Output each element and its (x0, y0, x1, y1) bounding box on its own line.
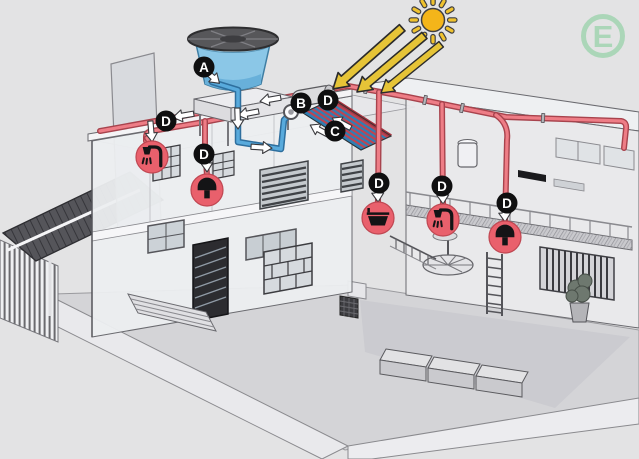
outlet-bathtub (361, 201, 395, 235)
window-ground-left (147, 219, 185, 254)
marker-d-letter: D (374, 176, 384, 191)
window-brick-upper-2 (212, 150, 235, 180)
marker-d1: D (155, 110, 177, 132)
outlet-shower-right (426, 203, 460, 237)
dark-vent (518, 170, 546, 182)
marker-c: C (324, 120, 346, 142)
marker-d-letter: D (502, 196, 512, 211)
logo-e: E (581, 14, 625, 58)
marker-d3: D (317, 89, 339, 111)
marker-b-letter: B (296, 96, 306, 111)
window-louver-small (340, 159, 364, 193)
outlet-shower-left (135, 140, 169, 174)
marker-b: B (290, 92, 312, 114)
window-louver-large (259, 160, 309, 210)
marker-d5: D (431, 175, 453, 197)
spiral-staircase (422, 226, 474, 276)
marker-d-letter: D (323, 93, 333, 108)
outlet-faucet-left (190, 173, 224, 207)
front-steps (127, 293, 217, 332)
front-door (192, 237, 229, 322)
potted-plant (565, 273, 593, 323)
light-vent (553, 178, 585, 192)
yard (2, 284, 639, 459)
boundary-wall-right (347, 397, 639, 459)
stair-railing (389, 235, 437, 270)
marker-d-letter: D (199, 147, 209, 162)
marker-d6: D (496, 192, 518, 214)
marker-a-letter: A (199, 60, 209, 75)
marker-d2: D (193, 143, 215, 165)
marker-d-letter: D (161, 114, 171, 129)
marker-a: A (193, 56, 215, 78)
garden-benches (379, 348, 529, 398)
markers: A B C D D D D D D (155, 56, 518, 214)
marker-d-letter: D (437, 179, 447, 194)
ladder (486, 252, 503, 316)
marker-d4: D (368, 172, 390, 194)
marker-c-letter: C (330, 124, 340, 139)
sun-icon (408, 0, 458, 45)
cylinder-tank (457, 142, 478, 168)
water-outlets (135, 140, 522, 254)
outlet-faucet-right (488, 220, 522, 254)
logo-e-letter: E (593, 19, 614, 54)
patio-surface (360, 300, 630, 408)
window-decorative (263, 242, 313, 295)
shutter-window (539, 246, 615, 301)
